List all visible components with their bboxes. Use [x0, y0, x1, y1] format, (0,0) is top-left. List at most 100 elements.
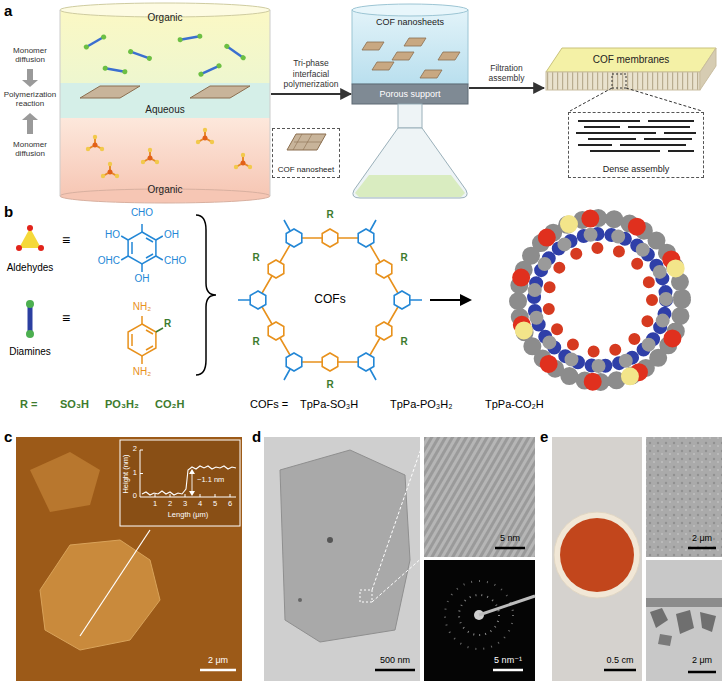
- process-box: COF nanosheet: [272, 128, 340, 178]
- diffusion-arrow: [27, 69, 33, 80]
- cof-network: [250, 291, 266, 309]
- text-label: ≡: [62, 232, 70, 248]
- amine-monomer: [196, 128, 214, 144]
- cof-sheet: [190, 86, 250, 98]
- aldehyde-monomer: [177, 33, 202, 42]
- text-label: Monomer diffusion: [1, 46, 59, 64]
- node-label: COF nanosheets: [376, 17, 444, 27]
- amine-monomer: [100, 147, 104, 151]
- stacked-nanosheets: [578, 144, 686, 146]
- membrane-photo: [646, 560, 722, 681]
- afm-image: [189, 469, 195, 474]
- amine-monomer: [234, 165, 238, 169]
- membrane-photo: [554, 512, 640, 598]
- text-label: 2 μm: [692, 655, 712, 665]
- aldehyde-monomer: [223, 43, 230, 50]
- reaction-arrow: [430, 294, 472, 306]
- afm-image: [189, 491, 195, 496]
- membrane-photo: [604, 669, 636, 672]
- amine-monomer: [86, 128, 252, 178]
- diffusion-arrow: [22, 113, 38, 120]
- node-label: Organic: [147, 184, 182, 196]
- node-label: Organic: [147, 12, 182, 24]
- process-arrow: [469, 87, 544, 89]
- diamine-icon: [26, 300, 34, 338]
- amine-monomer: [141, 148, 159, 164]
- diffusion-arrow: [22, 80, 38, 87]
- aldehyde-monomer: [180, 36, 200, 39]
- text-label: a: [4, 2, 12, 19]
- tem-image: [479, 596, 535, 615]
- text-label: R =: [20, 398, 37, 411]
- node-label: Dense assembly: [603, 164, 670, 174]
- text-label: Height (nm): [122, 454, 131, 493]
- text-label: R: [252, 252, 259, 264]
- membrane-photo: [646, 437, 722, 557]
- text-label: Diamines: [9, 346, 51, 358]
- amine-monomer: [93, 135, 97, 139]
- cof-network: [250, 229, 410, 371]
- text-label: SO₃H: [60, 398, 89, 411]
- text-label: Polymerization reaction: [1, 90, 59, 108]
- amine-monomer: [101, 174, 105, 178]
- amine-monomer: [196, 140, 200, 144]
- filtration-setup: [362, 42, 384, 50]
- text-label: 5 nm⁻¹: [494, 655, 522, 665]
- text-label: COFs: [314, 293, 345, 307]
- pa-molecule: [128, 324, 156, 356]
- stacked-nanosheets: [590, 150, 694, 152]
- text-label: Length (μm): [168, 511, 209, 520]
- filtration-setup: [352, 4, 468, 16]
- amine-monomer: [148, 148, 152, 152]
- cof-network: [268, 229, 392, 371]
- filtration-setup: [352, 84, 468, 104]
- aldehyde-monomer: [197, 33, 203, 39]
- cof-network: [322, 353, 338, 371]
- afm-image: [80, 530, 150, 636]
- text-label: ~1.1 nm: [197, 476, 224, 485]
- text-label: OH: [135, 273, 150, 285]
- aldehyde-icon: [16, 225, 44, 251]
- aldehyde-icon: [38, 245, 44, 251]
- tem-image: [264, 437, 535, 681]
- cof-network: [322, 229, 338, 247]
- filtration-setup: [398, 104, 422, 128]
- afm-image: [16, 437, 242, 681]
- tem-image: [372, 440, 424, 590]
- amine-monomer: [234, 153, 252, 169]
- aldehyde-monomer: [127, 48, 152, 61]
- text-label: 0: [133, 492, 137, 501]
- afm-image: [30, 452, 100, 512]
- cof-membrane: [570, 88, 612, 111]
- cof-network: [376, 322, 392, 340]
- edge-label: Filtration assembly: [475, 63, 539, 83]
- cof-network: [238, 220, 422, 380]
- node-label: Porous support: [379, 89, 440, 99]
- aldehyde-icon: [27, 225, 33, 231]
- membrane-photo: [650, 608, 668, 628]
- reaction-cylinder: [60, 10, 270, 83]
- text-label: R: [252, 336, 259, 348]
- text-label: c: [4, 428, 12, 445]
- amine-monomer: [101, 162, 119, 178]
- tem-image: [424, 560, 535, 681]
- reaction-cylinder: [60, 3, 270, 203]
- amine-monomer: [155, 160, 159, 164]
- aldehyde-monomer: [102, 65, 108, 71]
- aldehyde-monomer: [227, 46, 243, 57]
- filtration-setup: [404, 38, 426, 46]
- membrane-photo: [646, 598, 722, 607]
- reaction-arrow: [460, 294, 472, 306]
- cof-network: [376, 260, 392, 278]
- aldehyde-monomer: [201, 66, 219, 74]
- aldehyde-monomer: [83, 33, 247, 77]
- tem-image: [298, 598, 302, 602]
- process-box: COF nanosheets: [352, 10, 468, 84]
- reaction-arrow: [430, 299, 462, 301]
- text-label: COFs =: [250, 398, 288, 411]
- text-label: e: [540, 428, 548, 445]
- aldehyde-monomer: [240, 54, 247, 61]
- text-label: Aldehydes: [7, 262, 54, 274]
- space-filling-model: [518, 218, 682, 382]
- aldehyde-monomer: [198, 71, 205, 78]
